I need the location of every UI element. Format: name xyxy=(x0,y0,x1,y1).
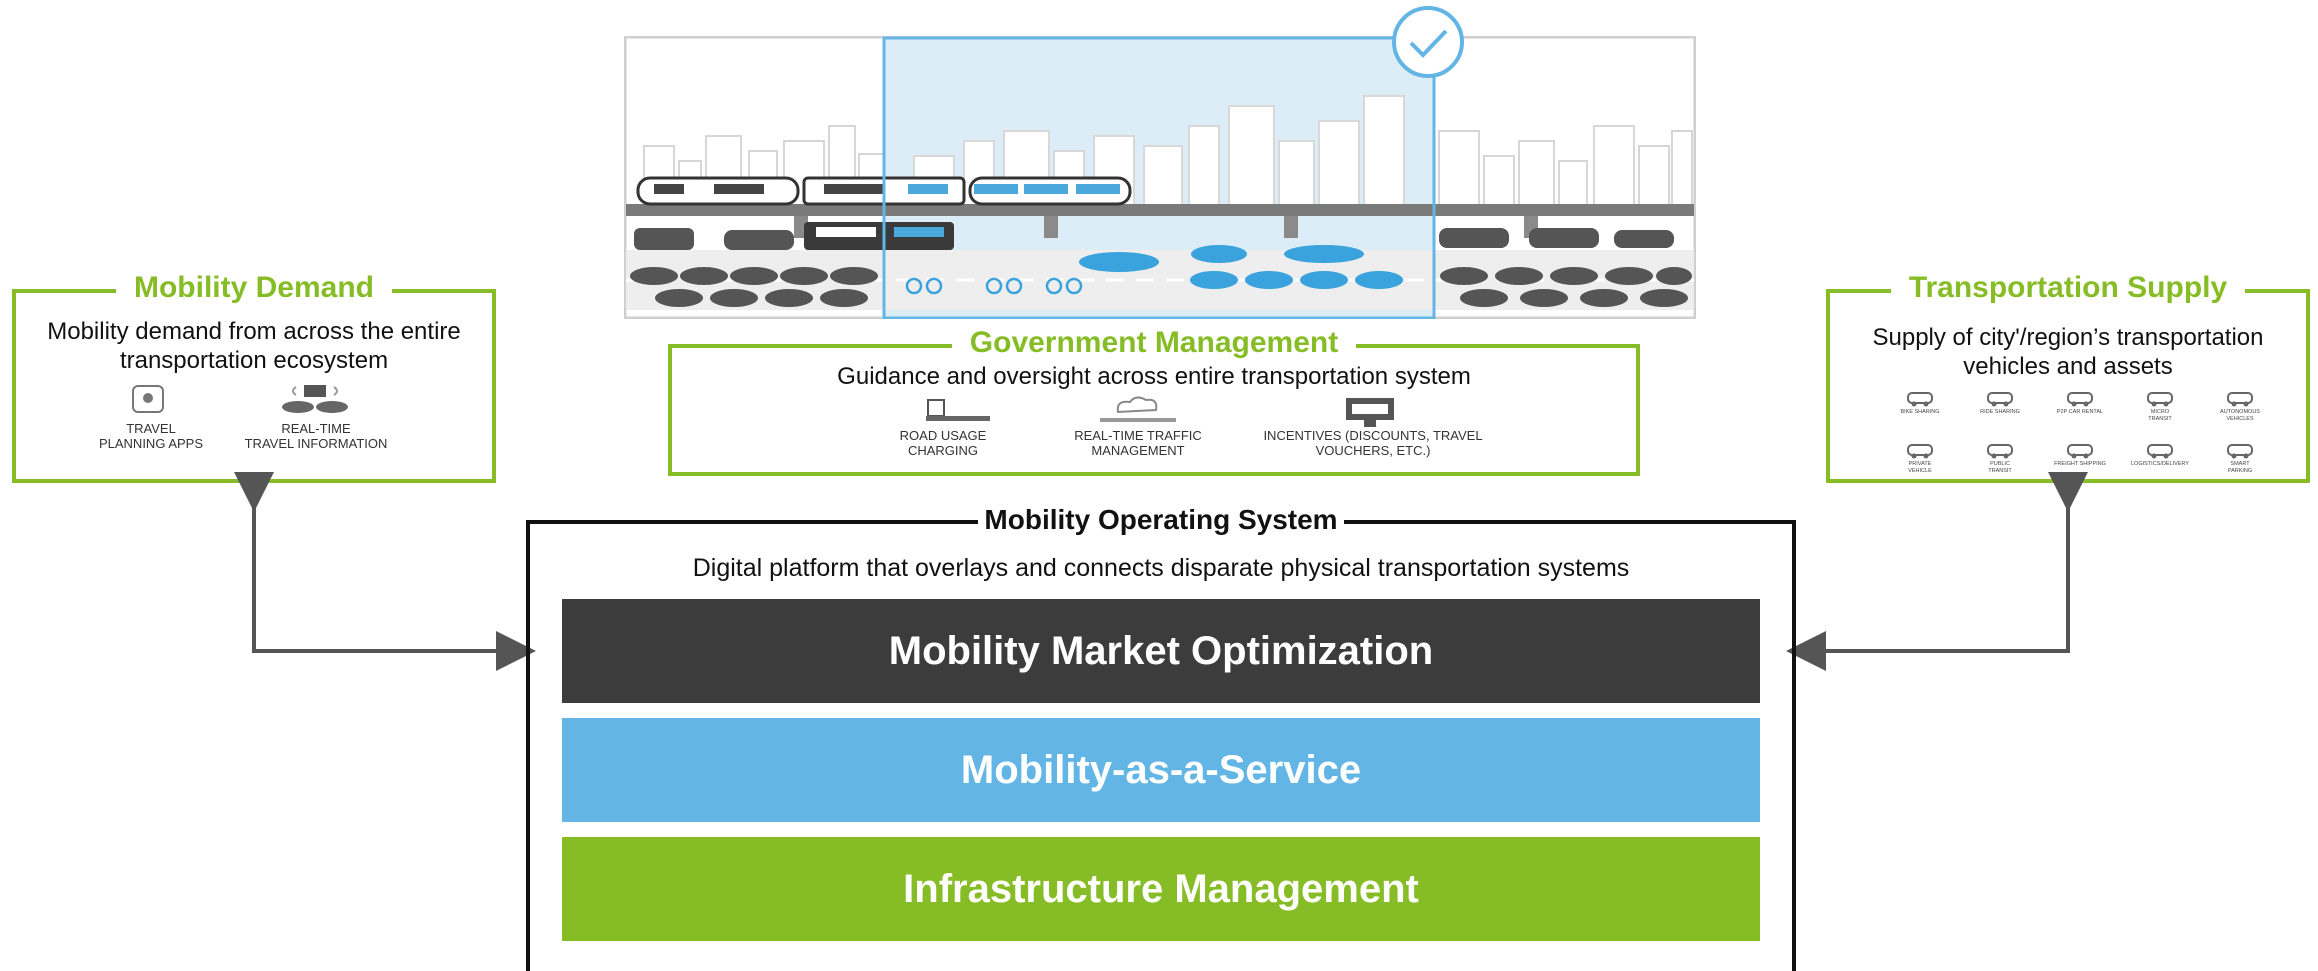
demand-arrow xyxy=(234,472,536,671)
mobility-demand-title: Mobility Demand xyxy=(115,271,392,304)
supply-icon-label: BIKE SHARING xyxy=(1900,409,1940,415)
government-icon-label: ROAD USAGE CHARGING xyxy=(899,428,987,458)
transportation-supply-box: Transportation Supply Supply of city'/re… xyxy=(1826,271,2310,483)
bike-sharing-icon xyxy=(1904,389,1936,407)
layer-infrastructure-management: Infrastructure Management xyxy=(562,837,1760,941)
supply-icon-label: RIDE SHARING xyxy=(1980,409,2020,415)
mobility-operating-system-box: Mobility Operating System Digital platfo… xyxy=(526,504,1796,971)
mobility-demand-description: Mobility demand from across the entire t… xyxy=(47,318,461,374)
micro-transit-icon xyxy=(2144,389,2176,407)
freight-shipping-icon xyxy=(2064,441,2096,459)
public-transit-icon xyxy=(1984,441,2016,459)
demand-icon-label: TRAVEL PLANNING APPS xyxy=(98,421,204,451)
government-management-box: Government Management Guidance and overs… xyxy=(668,326,1640,476)
check-icon xyxy=(1390,4,1466,80)
government-icon-label: INCENTIVES (DISCOUNTS, TRAVEL VOUCHERS, … xyxy=(1263,428,1483,458)
supply-description: Supply of city'/region’s transportation … xyxy=(1872,324,2264,380)
phone-map-icon xyxy=(132,385,164,413)
government-icon-label: REAL-TIME TRAFFIC MANAGEMENT xyxy=(1074,428,1202,458)
ride-sharing-icon xyxy=(1984,389,2016,407)
road-charging-icon xyxy=(926,398,990,422)
private-vehicle-icon xyxy=(1904,441,1936,459)
transportation-supply-title: Transportation Supply xyxy=(1890,271,2246,304)
autonomous-vehicle-icon xyxy=(2224,389,2256,407)
smart-parking-icon xyxy=(2224,441,2256,459)
layer-mobility-market-optimization: Mobility Market Optimization xyxy=(562,599,1760,703)
p2p-car-rental-icon xyxy=(2064,389,2096,407)
mobility-demand-box: Mobility Demand Mobility demand from acr… xyxy=(12,271,496,483)
city-illustration xyxy=(623,35,1697,320)
mos-title: Mobility Operating System xyxy=(978,504,1344,535)
layer-mobility-as-a-service: Mobility-as-a-Service xyxy=(562,718,1760,822)
government-description: Guidance and oversight across entire tra… xyxy=(837,363,1471,390)
supply-icon-label: P2P CAR RENTAL xyxy=(2056,409,2104,415)
supply-icon-label: FREIGHT SHIPPING xyxy=(2054,461,2106,467)
demand-icon-label: REAL-TIME TRAVEL INFORMATION xyxy=(244,421,388,451)
government-management-title: Government Management xyxy=(951,326,1357,359)
supply-arrow xyxy=(1786,472,2088,671)
realtime-info-icon xyxy=(278,383,352,415)
voucher-icon xyxy=(1344,394,1396,428)
supply-icon-label: LOGISTICS/DELIVERY xyxy=(2131,461,2189,467)
logistics-delivery-icon xyxy=(2144,441,2176,459)
cloud-traffic-icon xyxy=(1098,394,1178,424)
mos-description: Digital platform that overlays and conne… xyxy=(692,554,1630,582)
